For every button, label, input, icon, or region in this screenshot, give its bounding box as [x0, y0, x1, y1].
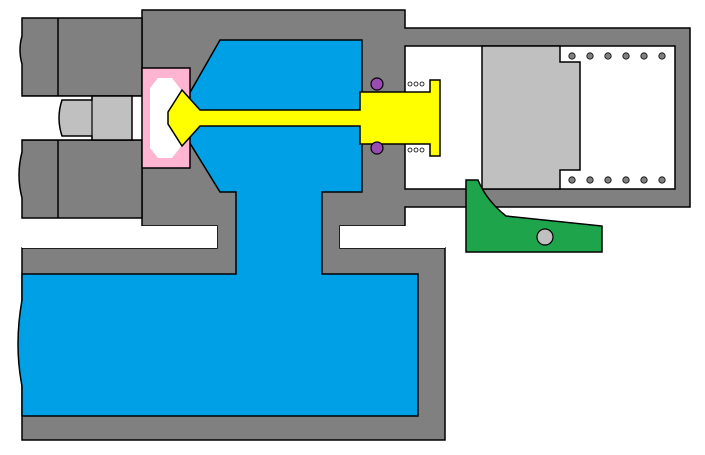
- adjust-plug: [58, 95, 133, 141]
- stem-seal-dots: [407, 81, 425, 153]
- piston: [481, 45, 581, 190]
- fluid-cavity: [17, 39, 419, 417]
- outlet-channel: [340, 226, 445, 248]
- o-ring-top: [370, 77, 384, 91]
- valve-poppet: [167, 79, 441, 157]
- left-cap-top: [19, 17, 143, 97]
- lever-pivot: [536, 228, 554, 246]
- o-ring-bottom: [370, 141, 384, 155]
- spring-coils: [568, 52, 666, 184]
- trip-lever: [465, 179, 603, 253]
- inlet-channel: [22, 226, 217, 248]
- left-cap-bottom: [18, 139, 143, 219]
